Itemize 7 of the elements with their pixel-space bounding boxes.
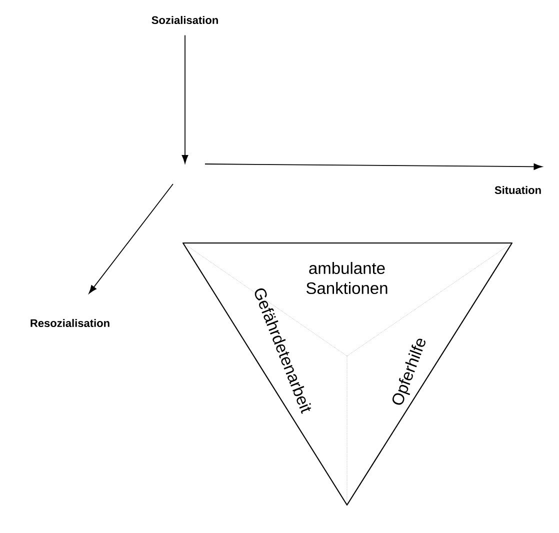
- axis-label: Sozialisation: [152, 16, 218, 24]
- arrow: [204, 164, 542, 170]
- arrow: [182, 34, 188, 164]
- triangle-diagram: [182, 242, 513, 506]
- arrow: [88, 184, 174, 294]
- axis-label: Resozialisation: [30, 318, 110, 328]
- axis-label: Situation: [494, 186, 541, 194]
